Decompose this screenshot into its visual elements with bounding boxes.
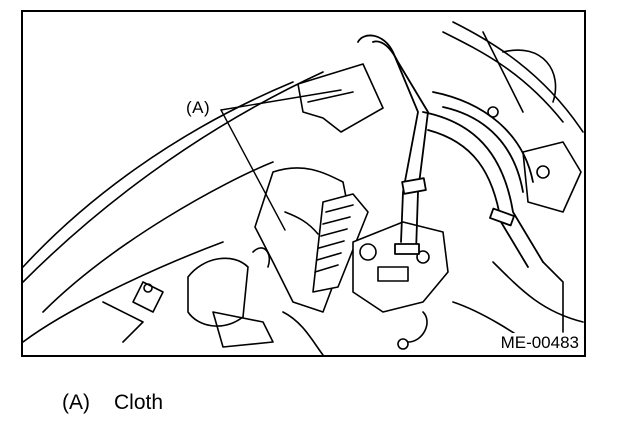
headlight-area — [102, 247, 324, 355]
figure-frame: (A) ME-00483 — [21, 10, 586, 357]
legend: (A) Cloth — [62, 391, 163, 415]
callout-label-a: (A) — [186, 98, 211, 117]
legend-key: (A) — [62, 391, 90, 414]
hoses — [357, 34, 544, 268]
fender-outline — [23, 71, 324, 343]
pump-assembly — [352, 221, 449, 350]
legend-text: Cloth — [114, 391, 164, 414]
engine-bay-illustration — [23, 21, 584, 355]
callout-leaders — [220, 89, 342, 231]
engine-parts — [442, 21, 584, 353]
figure-id: ME-00483 — [498, 333, 581, 353]
